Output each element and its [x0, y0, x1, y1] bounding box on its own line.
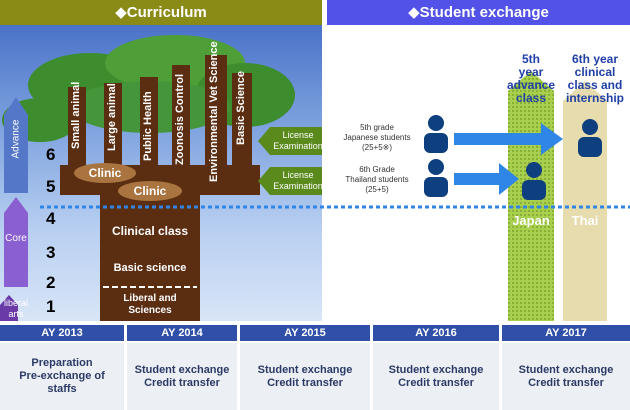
- person-icon-japan-destination: [522, 162, 546, 200]
- year-2014: AY 2014: [127, 325, 237, 341]
- student-exchange-header: ◆Student exchange: [327, 0, 630, 25]
- advance-arrow: [4, 97, 28, 193]
- desc-2016: Student exchange Credit transfer: [373, 343, 499, 410]
- license-exam-lower: License Examination: [273, 170, 322, 191]
- branch-environmental: [205, 55, 227, 187]
- japan-students-text: 5th grade Japanese students (25+5※): [343, 123, 411, 152]
- stage-liberal-label: liberal arts: [3, 298, 28, 319]
- exchange-panel: 5th grade Japanese students (25+5※) 6th …: [327, 25, 630, 321]
- branch-basic-science: [232, 73, 252, 177]
- grade-6: 6: [46, 145, 56, 164]
- branch-label-zoonosis: Zoonosis Control: [174, 73, 186, 165]
- desc-2015: Student exchange Credit transfer: [240, 343, 370, 410]
- branch-label-basic-science: Basic Science: [235, 71, 247, 145]
- trunk-label-liberal: Liberal and Sciences: [123, 293, 177, 316]
- liberal-arrow: [0, 295, 18, 321]
- exchange-arrow-lower: [454, 163, 519, 195]
- branch-public-health: [140, 77, 158, 187]
- year-2013: AY 2013: [0, 325, 124, 341]
- grade-4: 4: [46, 209, 56, 228]
- curriculum-panel: Small animal Large animal Public Health …: [0, 25, 322, 321]
- branch-small-animal: [68, 87, 86, 187]
- desc-2017: Student exchange Credit transfer: [502, 343, 630, 410]
- branch-large-animal: [104, 83, 122, 187]
- license-arrow-upper: [258, 127, 322, 155]
- desc-2013: Preparation Pre-exchange of staffs: [0, 343, 124, 410]
- trunk-label-clinical: Clinical class: [111, 224, 189, 238]
- thai-column-top: [563, 81, 607, 101]
- person-icon-thai-student: [424, 159, 448, 197]
- exchange-illustration: [424, 71, 607, 321]
- stage-advance-label: Advance: [11, 120, 22, 159]
- exchange-arrow-upper: [454, 123, 563, 155]
- branch-label-environmental: Environmental Vet Science: [208, 41, 220, 182]
- core-arrow: [4, 197, 28, 287]
- license-arrow-lower: [258, 167, 322, 195]
- year-2017: AY 2017: [502, 325, 630, 341]
- branch-zoonosis: [172, 65, 190, 187]
- grade-divider-line: [40, 205, 630, 209]
- grade-1: 1: [46, 297, 56, 316]
- clinic-badge-2: Clinic: [118, 181, 182, 201]
- japan-column-top: [508, 71, 554, 91]
- person-icon-japan-student: [424, 115, 448, 153]
- grade-5: 5: [46, 177, 56, 196]
- japan-column-title: 5th year advance class: [506, 52, 556, 105]
- clinic-badge-1: Clinic: [74, 163, 136, 183]
- desc-2014: Student exchange Credit transfer: [127, 343, 237, 410]
- trunk-label-basic: Basic science: [113, 262, 187, 274]
- year-2015: AY 2015: [240, 325, 370, 341]
- thai-column-title: 6th year clinical class and internship: [565, 52, 624, 105]
- thai-column: [563, 101, 607, 321]
- branch-label-public-health: Public Health: [142, 91, 154, 161]
- grade-2: 2: [46, 273, 56, 292]
- year-2016: AY 2016: [373, 325, 499, 341]
- person-icon-thai-destination: [578, 119, 602, 157]
- stage-core-label: Core: [5, 233, 27, 244]
- tree-illustration: [0, 35, 322, 321]
- branch-label-small-animal: Small animal: [70, 81, 82, 149]
- japan-label: Japan: [512, 213, 550, 228]
- branch-label-large-animal: Large animal: [106, 83, 118, 151]
- grade-3: 3: [46, 243, 56, 262]
- thai-students-text: 6th Grade Thailand students (25+5): [345, 165, 409, 194]
- curriculum-header: ◆Curriculum: [0, 0, 322, 25]
- license-exam-upper: License Examination: [273, 130, 322, 151]
- thai-label: Thai: [571, 213, 599, 228]
